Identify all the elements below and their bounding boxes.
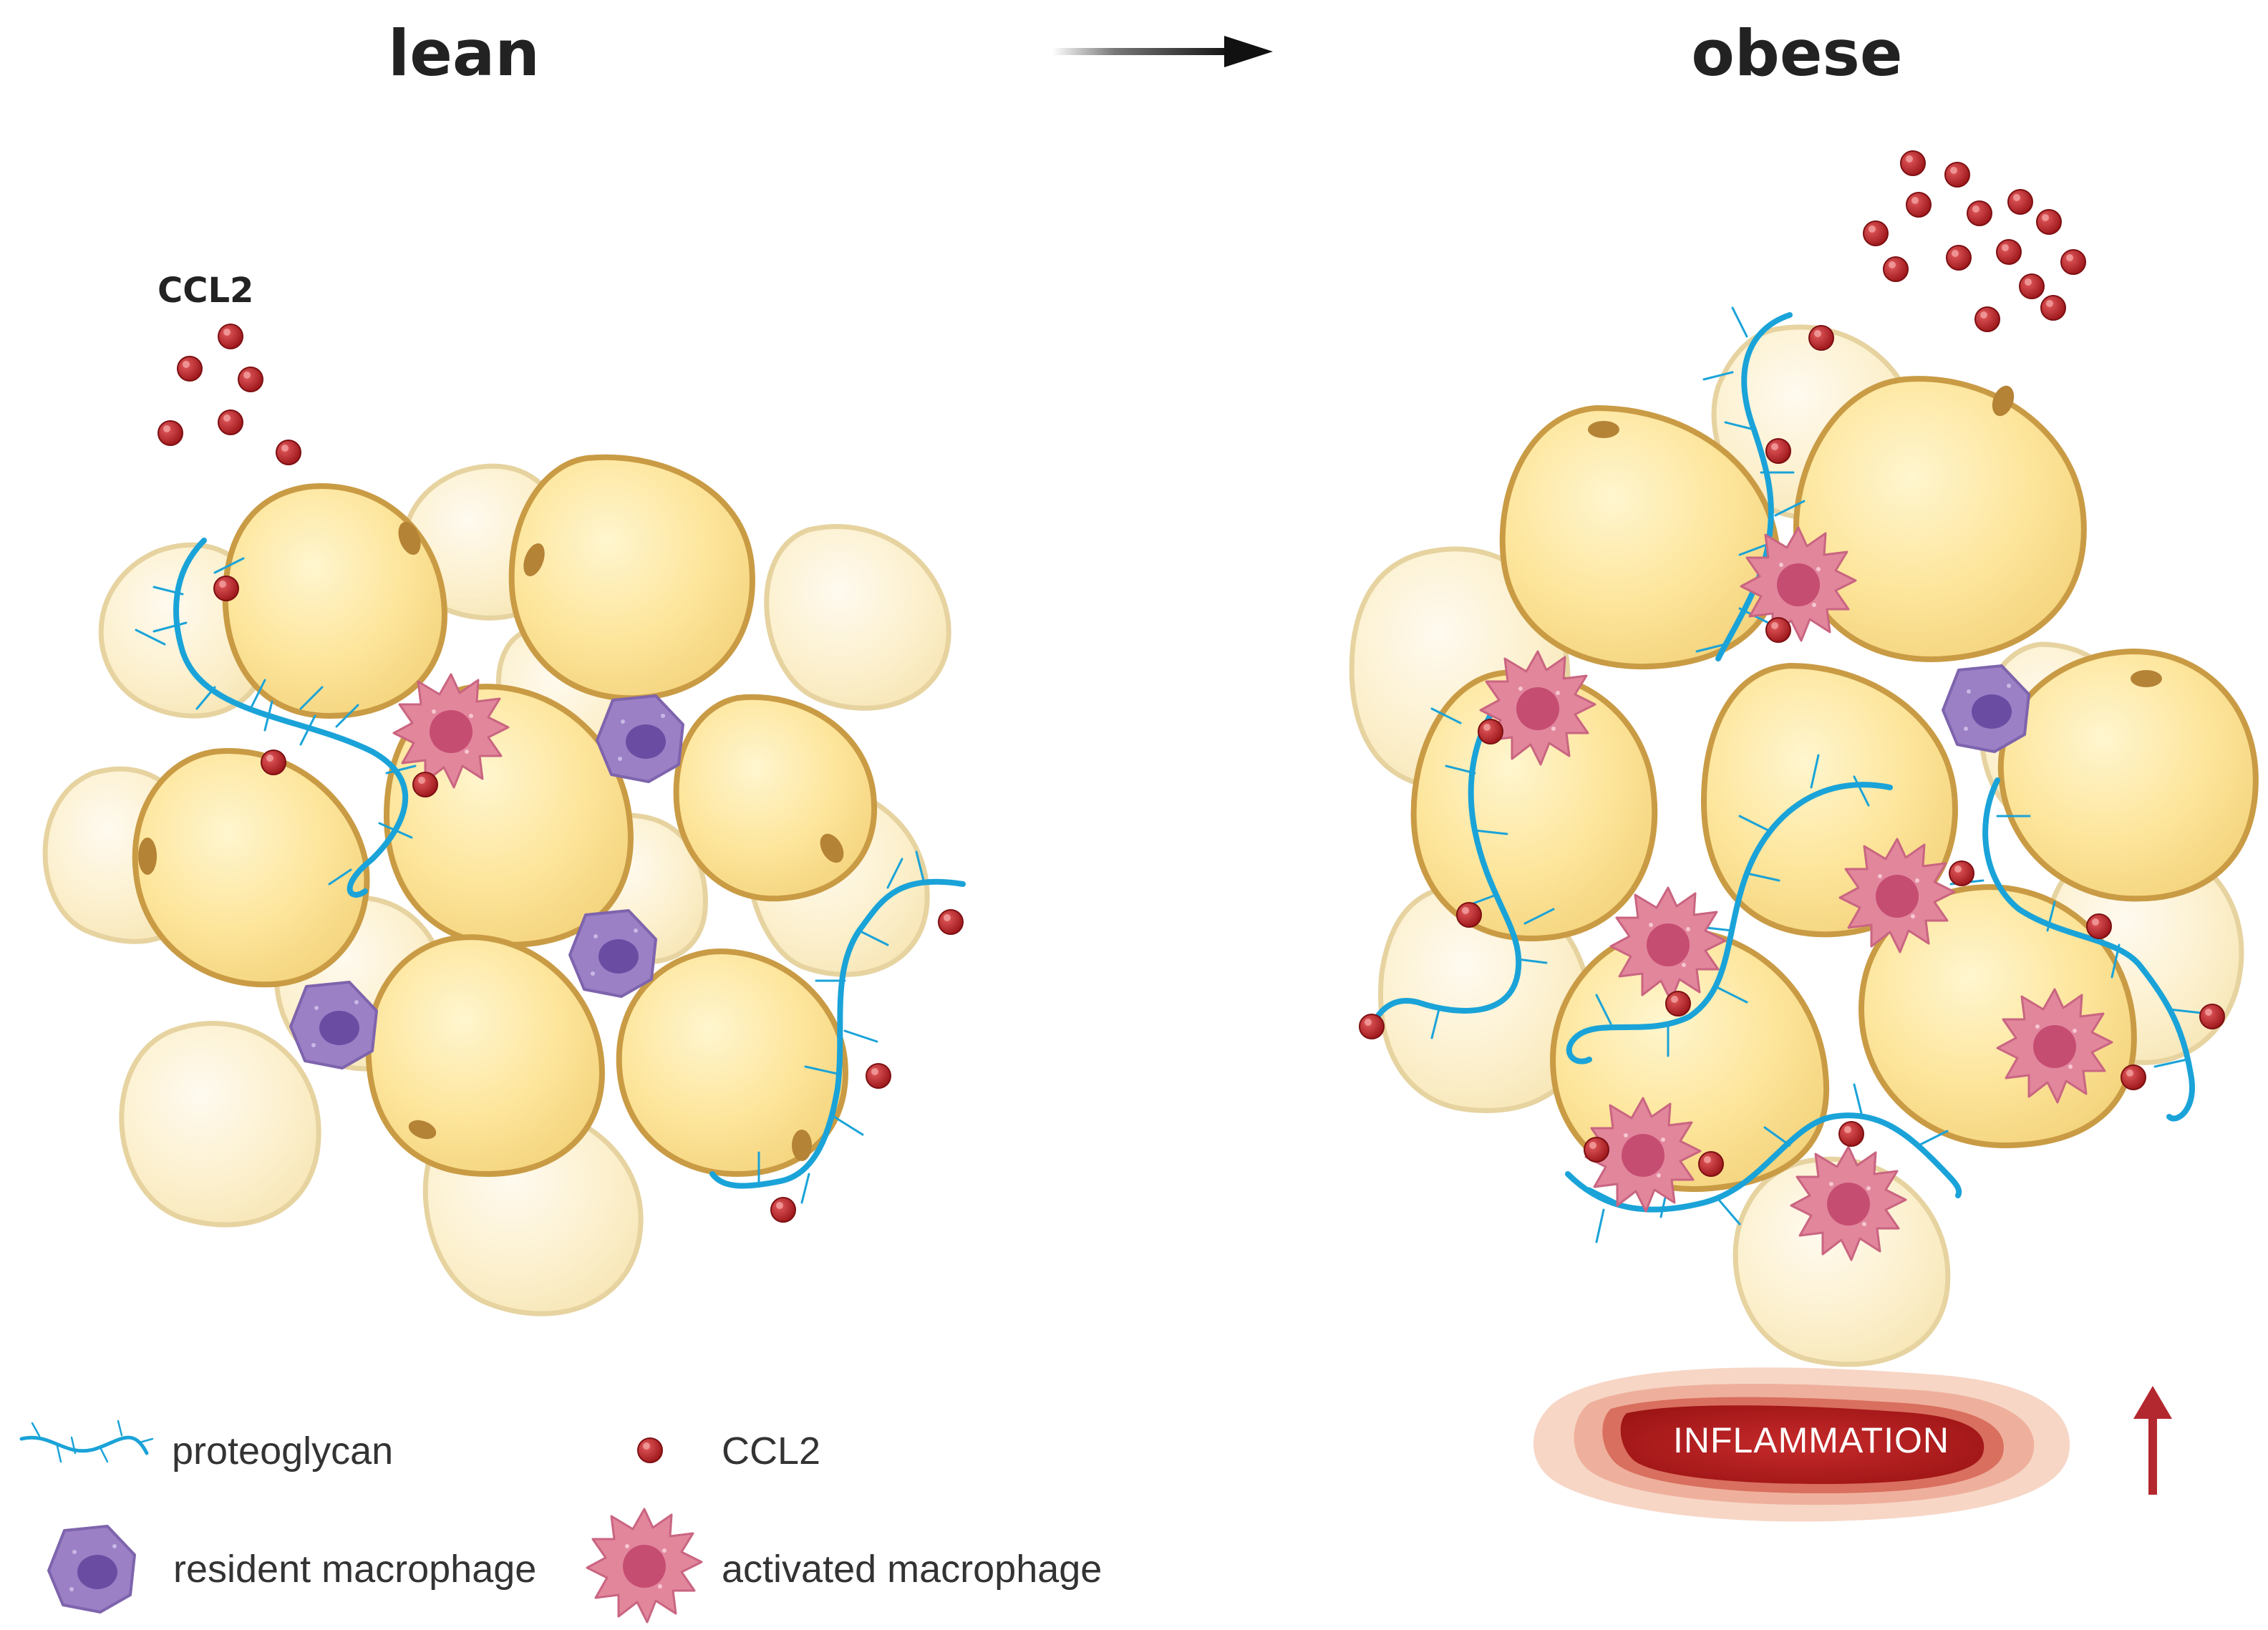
ccl2-dot [1883,256,1909,282]
ccl2-dot [1665,991,1691,1017]
ccl2-dot [2040,295,2066,321]
ccl2-dot [1838,1121,1864,1147]
ccl2-dot [1946,245,1972,271]
ccl2-dot [1698,1151,1724,1177]
ccl2-dot [1808,325,1834,351]
adipocyte [1793,376,2087,662]
obese-title: obese [1691,16,1902,90]
ccl2-dot [213,576,239,601]
ccl2-label: CCL2 [158,271,253,311]
ccl2-cluster-obese [1863,150,2086,332]
ccl2-dot [1863,220,1889,246]
legend: proteoglycan CCL2 resident macrophage ac… [19,1420,1102,1624]
legend-resident-macrophage-icon [47,1525,136,1614]
ccl2-dot [218,409,243,435]
ccl2-dot [1359,1014,1385,1039]
adipocyte [764,524,951,711]
legend-proteoglycan-icon [19,1420,154,1463]
adipocyte [1410,669,1658,941]
inflammation-label: INFLAMMATION [1673,1420,1949,1460]
ccl2-dot [158,420,183,446]
ccl2-dot [1944,162,1970,188]
ccl2-dot [1456,902,1482,928]
lean-tissue: CCL2 [42,271,966,1316]
legend-ccl2-icon [637,1437,663,1463]
ccl2-dot [1996,239,2022,265]
up-arrow-icon [2133,1386,2172,1495]
ccl2-dot [1974,306,2000,332]
ccl2-dot [2086,913,2112,939]
ccl2-dot [2036,209,2062,235]
ccl2-cluster-lean [158,324,301,465]
ccl2-dot [1765,438,1791,464]
adipocyte [1997,648,2259,902]
ccl2-dot [1949,860,1974,886]
legend-proteoglycan-label: proteoglycan [172,1430,393,1473]
ccl2-dot [1478,719,1503,744]
ccl2-dot [261,749,286,775]
ccl2-dot [412,772,438,797]
ccl2-dot [1906,192,1932,218]
ccl2-dot [866,1063,891,1089]
lean-title: lean [388,16,540,90]
ccl2-dot [938,909,964,935]
legend-resident-macrophage-label: resident macrophage [173,1548,536,1591]
adipocyte [119,1021,321,1228]
proteoglycan [1566,782,1893,1064]
inflammation-lesion: INFLAMMATION [1533,1367,2070,1522]
adipocyte [365,934,605,1178]
ccl2-dot [218,324,243,349]
proteoglycan [1715,312,1793,661]
legend-activated-macrophage-label: activated macrophage [722,1548,1102,1591]
adipocyte-nuclei [1588,385,2162,687]
ccl2-dot [1584,1137,1609,1163]
proteoglycan-strands [1368,306,2203,1243]
ccl2-dot [2060,249,2086,275]
adipocyte [673,694,878,902]
ccl2-dot [1967,200,1992,226]
adipocyte-nuclei [138,521,844,1161]
proteoglycan [173,538,409,898]
adipocyte [132,748,370,988]
proteoglycan [709,878,966,1189]
ccl2-dot [1765,617,1791,643]
legend-ccl2-label: CCL2 [722,1430,820,1473]
ccl2-dot [1900,150,1926,176]
proteoglycan [1565,1112,1962,1213]
adipocyte [1499,404,1781,670]
ccl2-dot [770,1197,796,1223]
ccl2-dot [177,356,203,382]
adipocyte [616,949,848,1178]
proteoglycan-strands [135,538,966,1204]
right-arrow-icon [1052,36,1273,67]
adipocyte [508,454,755,702]
ccl2-dot [2007,189,2033,215]
adipocyte [222,483,447,719]
adipocyte [1732,1156,1951,1367]
obese-tissue [1349,150,2259,1367]
ccl2-dot [2121,1064,2146,1090]
ccl2-dot [238,367,263,392]
resident-macrophage [596,694,684,783]
legend-activated-macrophage-icon [586,1508,703,1624]
proteoglycan [1368,684,1522,1034]
ccl2-dot [2199,1004,2225,1029]
ccl2-dot [2019,273,2045,299]
ccl2-dot [276,440,301,465]
proteoglycan [1982,777,2195,1122]
